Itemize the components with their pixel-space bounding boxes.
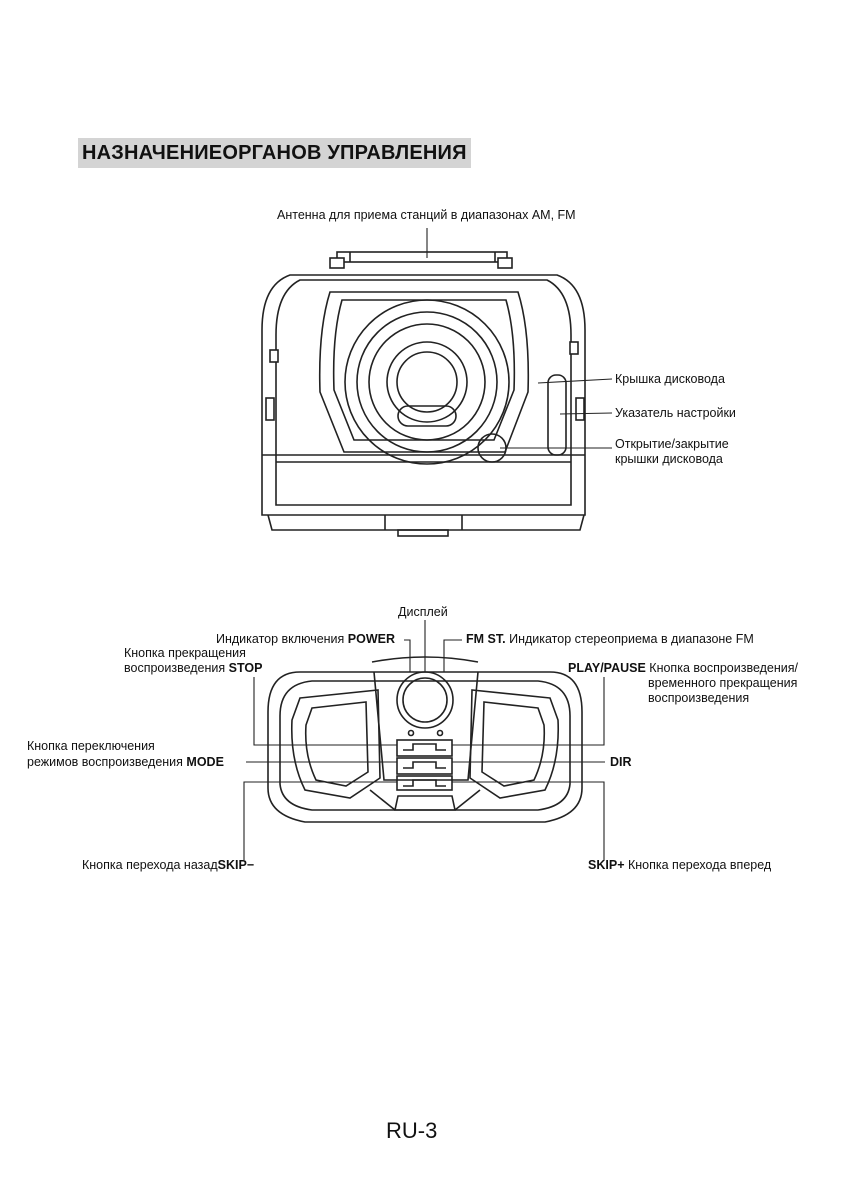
display-label: Дисплей bbox=[398, 605, 448, 619]
page-title: НАЗНАЧЕНИЕОРГАНОВ УПРАВЛЕНИЯ bbox=[78, 138, 471, 168]
stop-desc-line2: воспроизведения bbox=[124, 661, 226, 675]
play-pause-desc-line2: временного прекращения bbox=[648, 676, 798, 690]
open-close-label-line1: Открытие/закрытие bbox=[615, 437, 729, 451]
page-number: RU-3 bbox=[386, 1118, 438, 1143]
skip-back-desc: Кнопка перехода назад bbox=[82, 858, 218, 872]
lid-label: Крышка дисковода bbox=[615, 372, 725, 386]
power-indicator-label: Индикатор включения POWER bbox=[216, 632, 395, 647]
skip-back-label: Кнопка перехода назадSKIP− bbox=[82, 858, 254, 873]
skip-back-sign: − bbox=[246, 858, 255, 872]
power-indicator-desc: Индикатор включения bbox=[216, 632, 345, 646]
dir-key: DIR bbox=[610, 755, 632, 769]
play-pause-desc-line1: Кнопка воспроизведения/ bbox=[649, 661, 799, 675]
tuning-indicator-label: Указатель настройки bbox=[615, 406, 736, 420]
open-close-label-line2: крышки дисковода bbox=[615, 452, 723, 466]
mode-desc-line2: режимов воспроизведения bbox=[27, 755, 183, 769]
power-key: POWER bbox=[347, 632, 396, 646]
skip-forward-sign: + bbox=[617, 858, 625, 872]
dir-label: DIR bbox=[610, 755, 632, 770]
play-pause-key: PLAY/PAUSE bbox=[568, 661, 646, 675]
mode-desc-line1: Кнопка переключения bbox=[27, 739, 155, 753]
front-view-drawing bbox=[261, 228, 613, 537]
fm-st-desc: Индикатор стереоприема в диапазоне FM bbox=[509, 632, 754, 646]
stop-key: STOP bbox=[228, 661, 263, 675]
fm-st-label: FM ST. Индикатор стереоприема в диапазон… bbox=[466, 632, 754, 647]
skip-forward-desc: Кнопка перехода вперед bbox=[627, 858, 772, 872]
antenna-label: Антенна для приема станций в диапазонах … bbox=[277, 208, 576, 222]
mode-key: MODE bbox=[186, 755, 224, 769]
mode-label: режимов воспроизведения MODE bbox=[27, 755, 224, 770]
fm-st-key: FM ST. bbox=[466, 632, 506, 646]
stop-desc-line1: Кнопка прекращения bbox=[124, 646, 246, 660]
stop-label: воспроизведения STOP bbox=[124, 661, 262, 676]
skip-forward-key: SKIP bbox=[588, 858, 618, 872]
top-view-drawing bbox=[243, 620, 605, 860]
skip-forward-label: SKIP+ Кнопка перехода вперед bbox=[588, 858, 771, 873]
play-pause-desc-line3: воспроизведения bbox=[648, 691, 750, 705]
skip-back-key: SKIP bbox=[217, 858, 247, 872]
play-pause-label: PLAY/PAUSE Кнопка воспроизведения/ bbox=[568, 661, 798, 676]
